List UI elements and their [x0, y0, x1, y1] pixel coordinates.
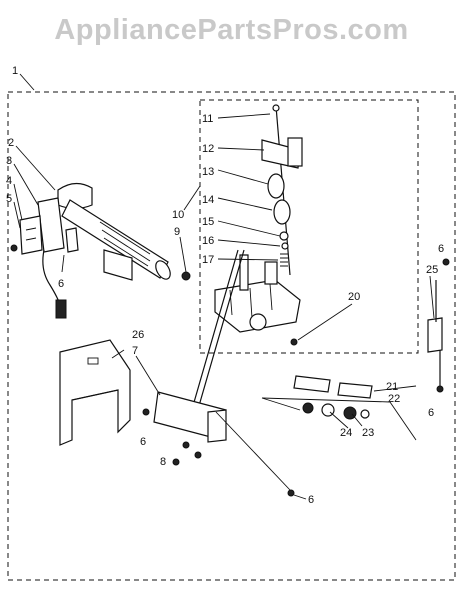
- callout-20: 20: [348, 291, 360, 303]
- callout-6d: 6: [140, 436, 146, 448]
- leader-lines: [13, 73, 435, 500]
- burner-tube: [57, 182, 171, 280]
- callout-24: 24: [340, 427, 352, 439]
- callout-26: 26: [132, 329, 144, 341]
- valve-subassembly-boundary: [199, 99, 419, 354]
- callout-6c: 6: [428, 407, 434, 419]
- callout-6e: 6: [308, 494, 314, 506]
- callout-23: 23: [362, 427, 374, 439]
- callout-4: 4: [6, 175, 12, 187]
- callout-1: 1: [12, 65, 18, 77]
- callout-13: 13: [202, 166, 214, 178]
- callout-15: 15: [202, 216, 214, 228]
- callout-10: 10: [172, 209, 184, 221]
- callout-21: 21: [386, 381, 398, 393]
- callout-6b: 6: [438, 243, 444, 255]
- mounting-bracket: [59, 339, 131, 446]
- support-rod: [185, 249, 239, 431]
- watermark-text: AppliancePartsPros.com: [54, 14, 409, 46]
- callout-6a: 6: [58, 278, 64, 290]
- callout-2: 2: [8, 137, 14, 149]
- pipe-fittings: [293, 375, 373, 420]
- callout-22: 22: [388, 393, 400, 405]
- callout-16: 16: [202, 235, 214, 247]
- callout-17: 17: [202, 254, 214, 266]
- callout-labels: 1 2 3 4 5 6 6 6 6 6 7 8 9 10 11 12 13 14…: [6, 65, 444, 506]
- callout-12: 12: [202, 143, 214, 155]
- valve-stack: [261, 104, 303, 276]
- callout-11: 11: [202, 113, 213, 125]
- assembly-boundary: [7, 91, 456, 581]
- callout-7: 7: [132, 345, 138, 357]
- mounting-plate: [103, 249, 133, 281]
- callout-14: 14: [202, 194, 214, 206]
- gas-valve: [214, 254, 301, 333]
- callout-9: 9: [174, 226, 180, 238]
- right-bracket: [427, 280, 443, 392]
- callout-8: 8: [160, 456, 166, 468]
- callout-25: 25: [426, 264, 438, 276]
- callout-5: 5: [6, 193, 12, 205]
- callout-3: 3: [6, 155, 12, 167]
- igniter-bracket: [19, 197, 79, 319]
